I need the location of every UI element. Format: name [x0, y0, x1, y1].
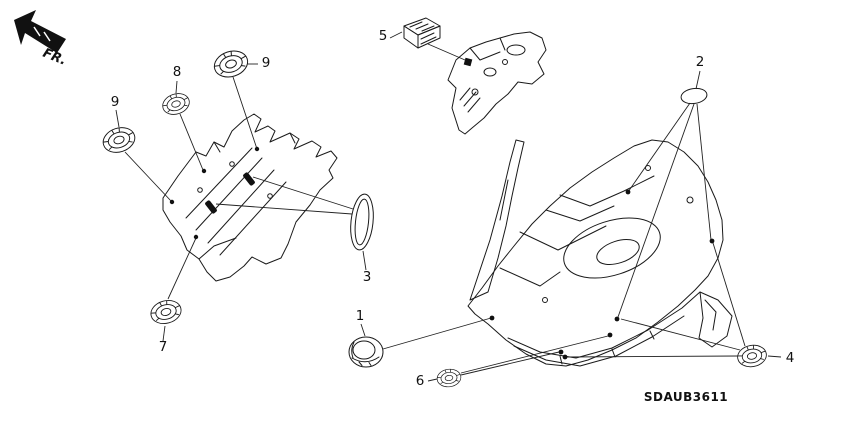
upper-bracket-drawing	[447, 31, 547, 135]
grommet-6	[435, 367, 463, 389]
callout-3-label: 3	[363, 269, 372, 285]
grommet-1	[348, 336, 384, 368]
callout-2-label: 2	[696, 54, 705, 70]
grommet-8	[159, 89, 193, 119]
grommet-5-block	[403, 17, 441, 49]
callout-4-label: 4	[786, 350, 795, 366]
callout-1-label: 1	[356, 308, 365, 324]
grommet-9-upper	[210, 46, 252, 82]
front-floor-panel-drawing	[162, 113, 338, 282]
fr-label: FR.	[41, 46, 69, 69]
callout-8-label: 8	[173, 64, 182, 80]
fr-direction-arrow: FR.	[14, 10, 68, 69]
callout-5-label: 5	[379, 28, 388, 44]
part-code: SDAUB3611	[644, 390, 728, 404]
grommet-7	[147, 296, 185, 328]
grommet-4	[735, 342, 769, 370]
callout-9-upper-label: 9	[262, 55, 271, 71]
callout-6-label: 6	[416, 373, 425, 389]
grommet-3-seal	[350, 193, 374, 251]
rear-body-drawing	[467, 139, 733, 367]
callout-7-label: 7	[159, 339, 168, 355]
callout-9-left-label: 9	[111, 94, 120, 110]
grommet-2-plug	[680, 87, 708, 105]
leader-lines	[115, 31, 782, 382]
grommet-9-left	[99, 123, 139, 157]
